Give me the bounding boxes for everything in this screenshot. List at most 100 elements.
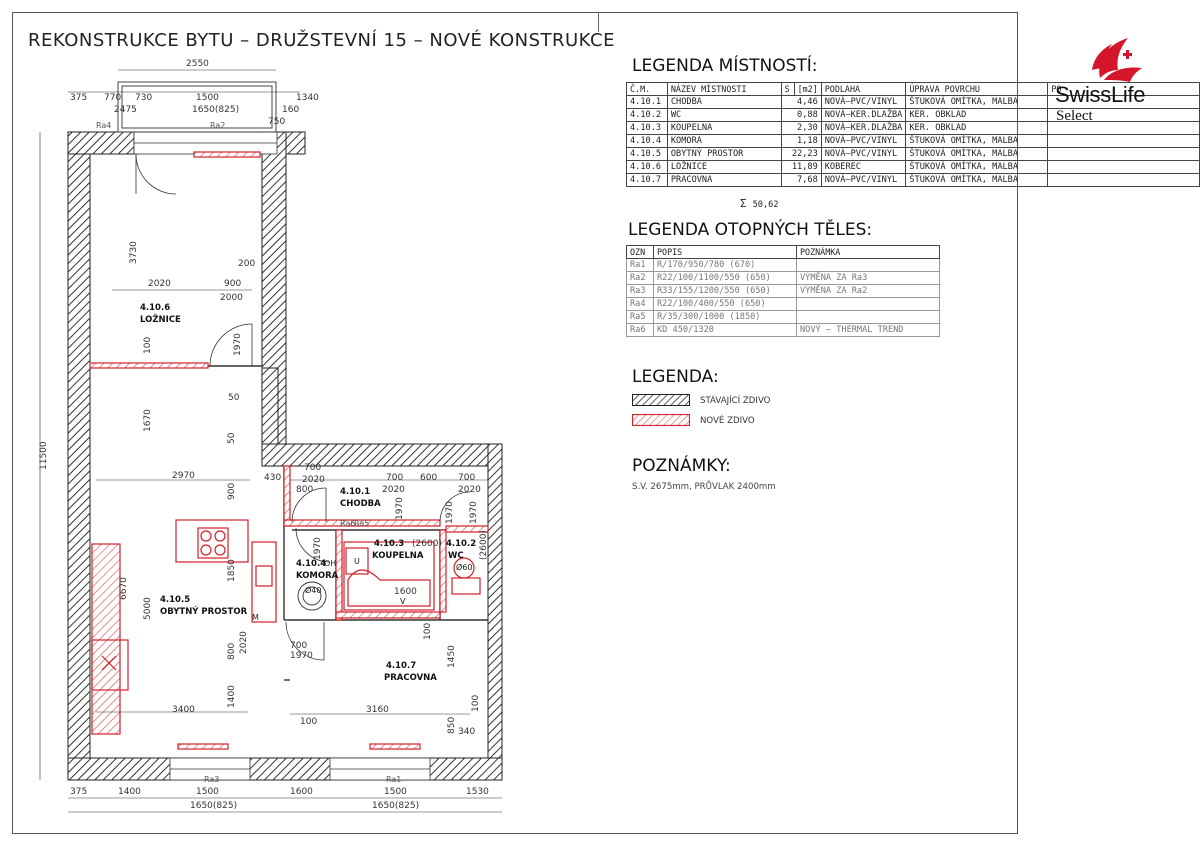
dim-text: 50 — [228, 393, 240, 403]
cell: 4.10.2 — [626, 108, 668, 122]
radiator-tag: Ra6 — [340, 519, 355, 528]
room-code: 4.10.7 — [386, 661, 416, 671]
kitchen-counter — [91, 519, 277, 691]
cell: ŠTUKOVÁ OMÍTKA, MALBA — [905, 95, 1049, 109]
dim-text: 700 — [458, 473, 475, 483]
existing-walls — [67, 131, 503, 781]
dim-text: 1500 — [196, 93, 219, 103]
notes-title: POZNÁMKY: — [632, 456, 731, 476]
room-code: 4.10.3 — [374, 539, 404, 549]
dim-text: 5000 — [143, 597, 153, 620]
dim-text: (2600) — [412, 539, 442, 549]
column-header: [m2] — [793, 82, 822, 96]
dim-text: 11500 — [39, 441, 49, 470]
cell: NOVÁ–KER.DLAŽBA — [820, 121, 907, 135]
dim-text: 2970 — [172, 471, 195, 481]
room-name: WC — [448, 551, 464, 561]
room-name: KOUPELNA — [372, 551, 424, 561]
logo-name: SwissLife — [1055, 82, 1146, 107]
room-labels: 4.10.6 LOŽNICE 4.10.5 OBYTNÝ PROSTOR 4.1… — [140, 303, 476, 683]
dim-text: 3400 — [172, 705, 195, 715]
radiator-tag: Ra5 — [354, 519, 369, 528]
dim-text: 3730 — [129, 241, 139, 264]
dim-text: 1970 — [233, 333, 243, 356]
table-header-row: OZN POPIS POZNÁMKA — [626, 245, 940, 259]
cell: 11,89 — [780, 160, 822, 174]
cell: KER. OBKLAD — [905, 121, 1049, 135]
cell: R22/100/1100/550 (650) — [653, 271, 797, 285]
dim-text: 750 — [268, 117, 285, 127]
cell: 2,30 — [780, 121, 822, 135]
closet-fixture — [297, 581, 327, 611]
dim-text: 160 — [282, 105, 299, 115]
cell: R/35/300/1000 (1850) — [653, 310, 797, 324]
dim-text: 2020 — [148, 279, 171, 289]
dim-text: 2000 — [220, 293, 243, 303]
cell: R33/155/1200/550 (650) — [653, 284, 797, 298]
cell: Ra5 — [626, 310, 654, 324]
cell — [796, 258, 940, 272]
dim-text: 2020 — [382, 485, 405, 495]
dim-text: 200 — [238, 259, 255, 269]
cell: 4.10.5 — [626, 147, 668, 161]
cell: Ra1 — [626, 258, 654, 272]
column-header: OZN — [626, 245, 654, 259]
cell: NOVÁ–PVC/VINYL — [820, 147, 907, 161]
radiator-tags: Ra4 Ra2 Ra3 Ra1 Ra6 Ra5 — [96, 121, 401, 784]
dim-text: 700 — [304, 463, 321, 473]
dim-text: 1970 — [395, 497, 405, 520]
drawing-title: REKONSTRUKCE BYTU – DRUŽSTEVNÍ 15 – NOVÉ… — [28, 30, 615, 51]
cell: ŠTUKOVÁ OMÍTKA, MALBA — [905, 134, 1049, 148]
room-code: 4.10.2 — [446, 539, 476, 549]
cell — [796, 297, 940, 311]
dim-text: 6670 — [119, 577, 129, 600]
dim-text: 1970 — [469, 501, 479, 524]
cell: LOŽNICE — [666, 160, 782, 174]
cell: 7,68 — [780, 173, 822, 187]
cell: CHODBA — [666, 95, 782, 109]
floor-plan: 2550 375 770 730 1500 1340 2475 1650(825… — [39, 59, 503, 813]
cell: 4.10.6 — [626, 160, 668, 174]
room-name: PRACOVNA — [384, 673, 437, 683]
cell: KOBEREC — [820, 160, 907, 174]
cell: 4.10.4 — [626, 134, 668, 148]
cell: NOVÁ–PVC/VINYL — [820, 134, 907, 148]
dim-text: 375 — [70, 93, 87, 103]
cell: NOVÝ – THERMAL TREND — [796, 323, 940, 337]
dim-text: 770 — [104, 93, 121, 103]
fixture-label: OH — [324, 559, 336, 568]
cell: ŠTUKOVÁ OMÍTKA, MALBA — [905, 160, 1049, 174]
radiators-legend-title: LEGENDA OTOPNÝCH TĚLES: — [628, 220, 873, 240]
room-code: 4.10.4 — [296, 559, 326, 569]
cell: OBYTNÝ PROSTOR — [666, 147, 782, 161]
fixture-label: Ø40 — [305, 585, 321, 595]
cell: Ra3 — [626, 284, 654, 298]
rooms-legend-title: LEGENDA MÍSTNOSTÍ: — [632, 56, 818, 76]
dim-text: 375 — [70, 787, 87, 797]
cell: KOMORA — [666, 134, 782, 148]
bathroom-fixtures — [343, 541, 481, 611]
dim-text: 730 — [135, 93, 152, 103]
room-name: LOŽNICE — [140, 313, 181, 325]
cell: NOVÁ–KER.DLAŽBA — [820, 108, 907, 122]
sum-symbol: Σ — [740, 197, 747, 210]
column-header: NÁZEV MÍSTNOSTI — [666, 82, 782, 96]
cell: Ra6 — [626, 323, 654, 337]
room-code: 4.10.1 — [340, 487, 370, 497]
frame-divider — [598, 12, 599, 32]
column-header: S — [780, 82, 795, 96]
dim-text: 850 — [447, 717, 457, 734]
dim-text: 1850 — [227, 559, 237, 582]
existing-wall-swatch — [632, 394, 690, 406]
cell: Ra2 — [626, 271, 654, 285]
cell: 0,88 — [780, 108, 822, 122]
cell — [796, 310, 940, 324]
dim-text: 1400 — [227, 685, 237, 708]
